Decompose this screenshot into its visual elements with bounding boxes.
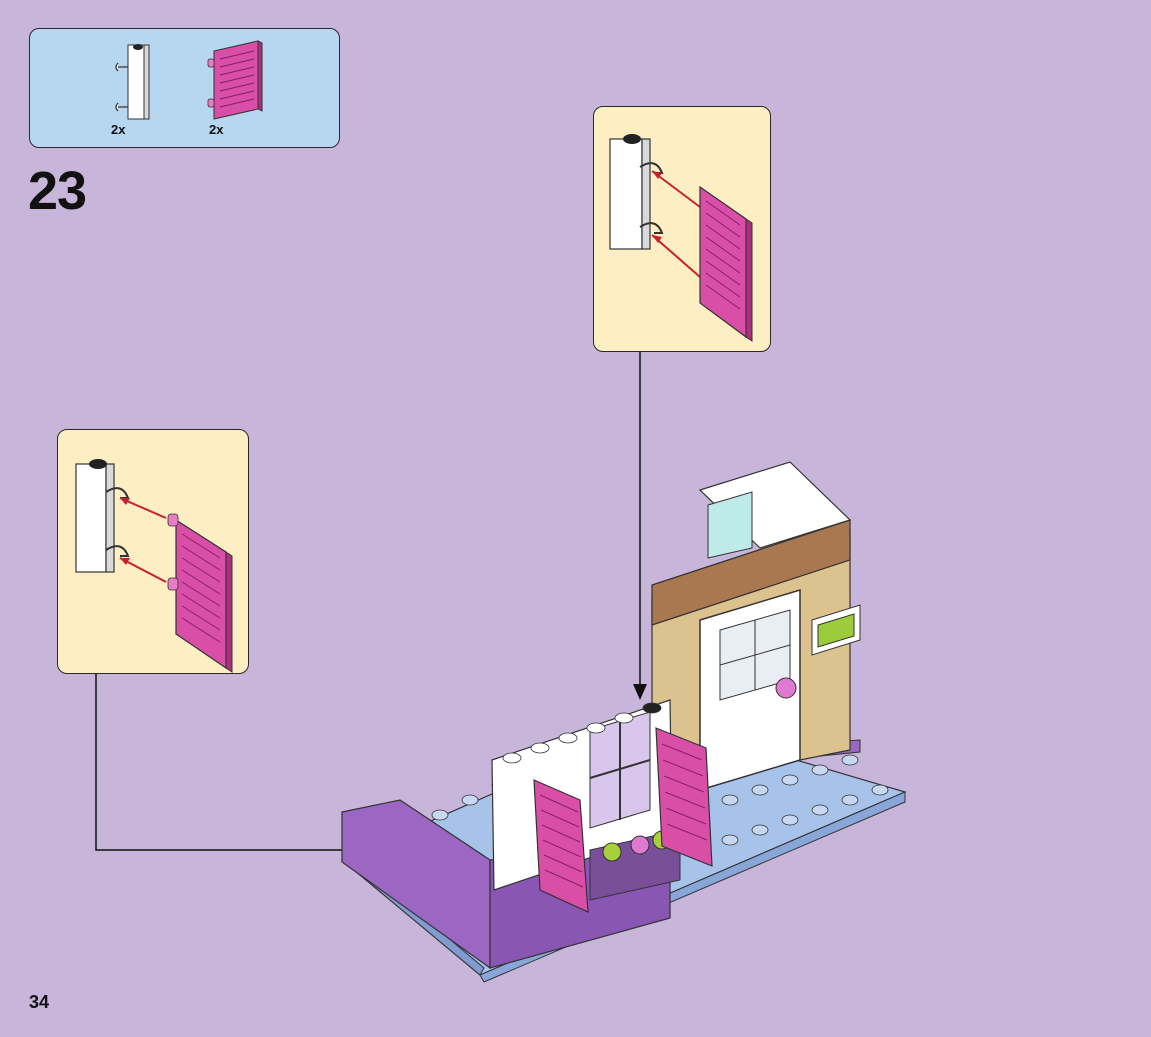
callout-top-right-illustration [609,134,753,342]
model-shutter-left [533,779,589,913]
part-count-shutter: 2x [209,122,224,137]
magenta-shutter-part [207,40,263,120]
step-number: 23 [28,161,87,221]
white-clip-brick-part [115,44,150,120]
callout-left [57,429,249,674]
parts-list-illustration [115,40,263,120]
leader-arrowhead-top [633,684,647,700]
window-top-studs [502,702,662,764]
house-number-sign [811,604,861,656]
callout-top-right [593,106,771,352]
parts-list-box: 2x 2x [29,28,340,148]
page-number: 34 [29,992,50,1012]
model-shutter-right [655,727,713,867]
part-count-clip-brick: 2x [111,122,126,137]
door [699,588,801,792]
callout-left-illustration [75,459,233,673]
